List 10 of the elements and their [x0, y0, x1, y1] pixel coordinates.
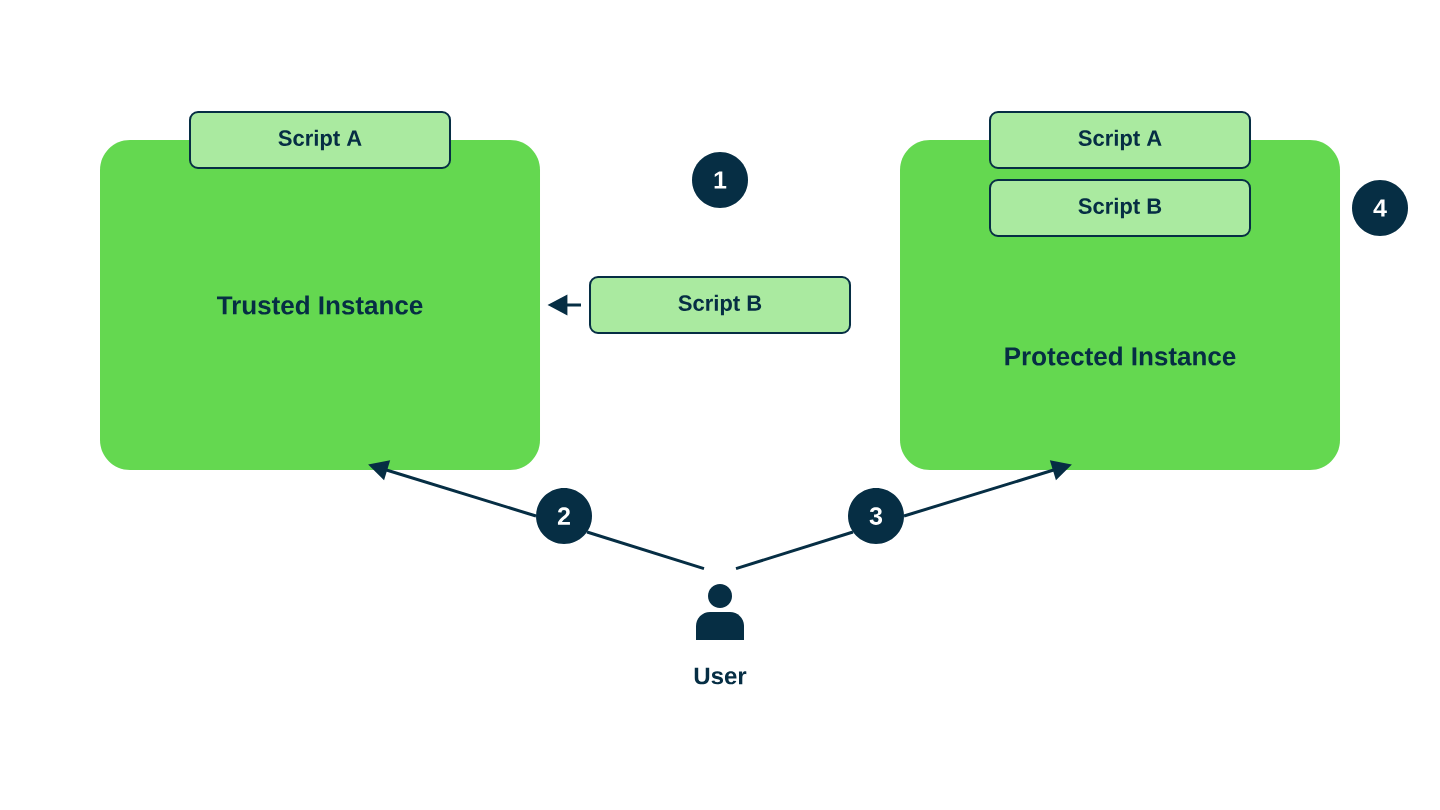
step-number: 3 — [848, 488, 904, 544]
step-number: 4 — [1352, 180, 1408, 236]
script-box: Script A — [189, 111, 451, 169]
text-label: User — [694, 667, 747, 685]
step-number: 2 — [536, 488, 592, 544]
script-box: Script B — [589, 276, 851, 334]
script-box: Script B — [989, 179, 1251, 237]
person-icon — [696, 584, 744, 640]
step-number: 1 — [692, 152, 748, 208]
script-box: Script A — [989, 111, 1251, 169]
